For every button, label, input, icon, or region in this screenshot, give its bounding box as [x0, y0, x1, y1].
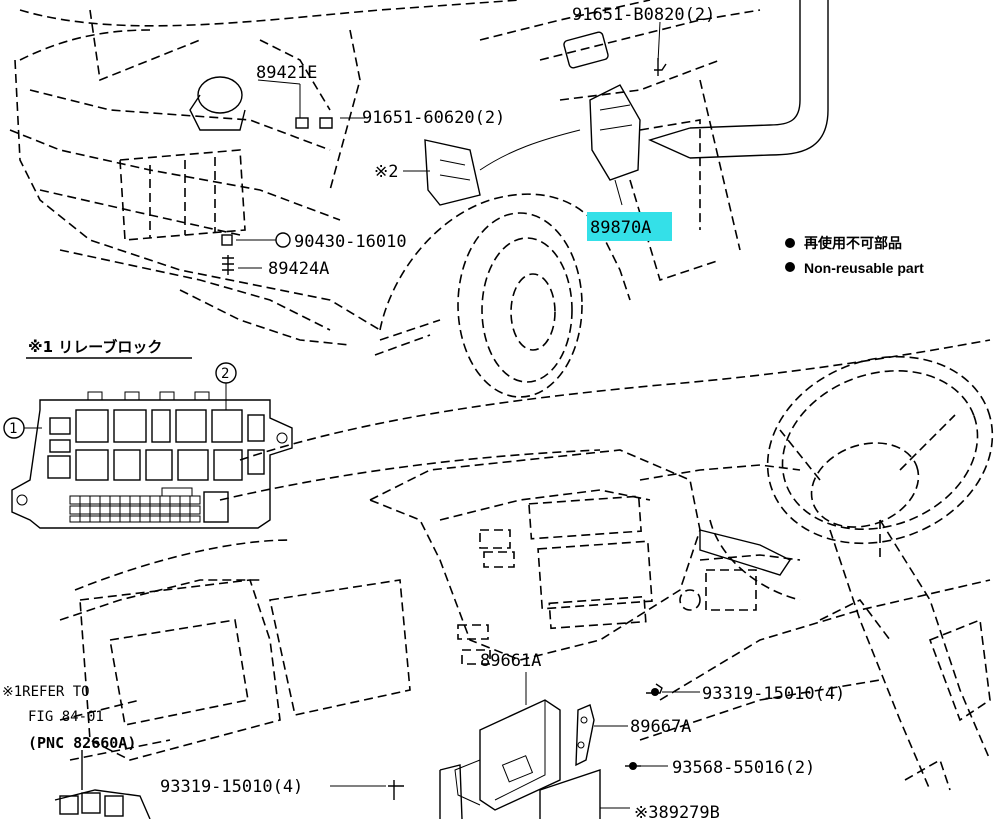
part-callout-89421e[interactable]: 89421E	[256, 63, 317, 83]
dashboard-drawing	[54, 339, 994, 819]
legend: 再使用不可部品 Non-reusable part	[785, 235, 924, 276]
legend-jp: 再使用不可部品	[804, 235, 902, 251]
refer-line-1: ※1REFER TO	[2, 684, 90, 700]
part-callout-89424a[interactable]: 89424A	[268, 259, 329, 279]
refer-line-3[interactable]: (PNC 82660A)	[28, 734, 136, 752]
part-callout-89667a[interactable]: 89667A	[630, 717, 691, 737]
bullet-icon	[785, 238, 795, 248]
part-callout-89661a[interactable]: 89661A	[480, 651, 541, 671]
bottom-callouts	[330, 672, 700, 809]
part-callout-90430-16010[interactable]: 90430-16010	[294, 232, 407, 252]
marker-1: 1	[9, 421, 17, 437]
refer-line-2: FIG 84-01	[28, 709, 104, 725]
part-callout-note-2[interactable]: ※2	[374, 162, 398, 182]
part-callout-93568-55016[interactable]: 93568-55016(2)	[672, 758, 815, 778]
part-callout-91651-b0820[interactable]: 91651-B0820(2)	[572, 5, 715, 25]
part-callout-89870a[interactable]: 89870A	[590, 218, 651, 238]
marker-2: 2	[221, 366, 229, 382]
part-callout-91651-60620[interactable]: 91651-60620(2)	[362, 108, 505, 128]
part-callout-93319-15010-left[interactable]: 93319-15010(4)	[160, 777, 303, 797]
legend-en: Non-reusable part	[804, 260, 924, 276]
bullet-icon	[785, 262, 795, 272]
top-callouts	[236, 21, 661, 269]
relay-block-inset: ※1 リレーブロック 1 2	[3, 338, 293, 529]
relay-block-title: ※1 リレーブロック	[28, 338, 162, 356]
relay-bundle	[54, 750, 151, 819]
refer-note: ※1REFER TO FIG 84-01 (PNC 82660A)	[2, 684, 136, 752]
part-callout-93319-15010-right[interactable]: 93319-15010(4)	[702, 684, 845, 704]
vehicle-front-drawing	[9, 0, 829, 398]
fuse-array	[69, 487, 229, 523]
highlight-box	[587, 212, 672, 241]
part-callout-note-3-89279b[interactable]: ※389279B	[634, 803, 720, 819]
